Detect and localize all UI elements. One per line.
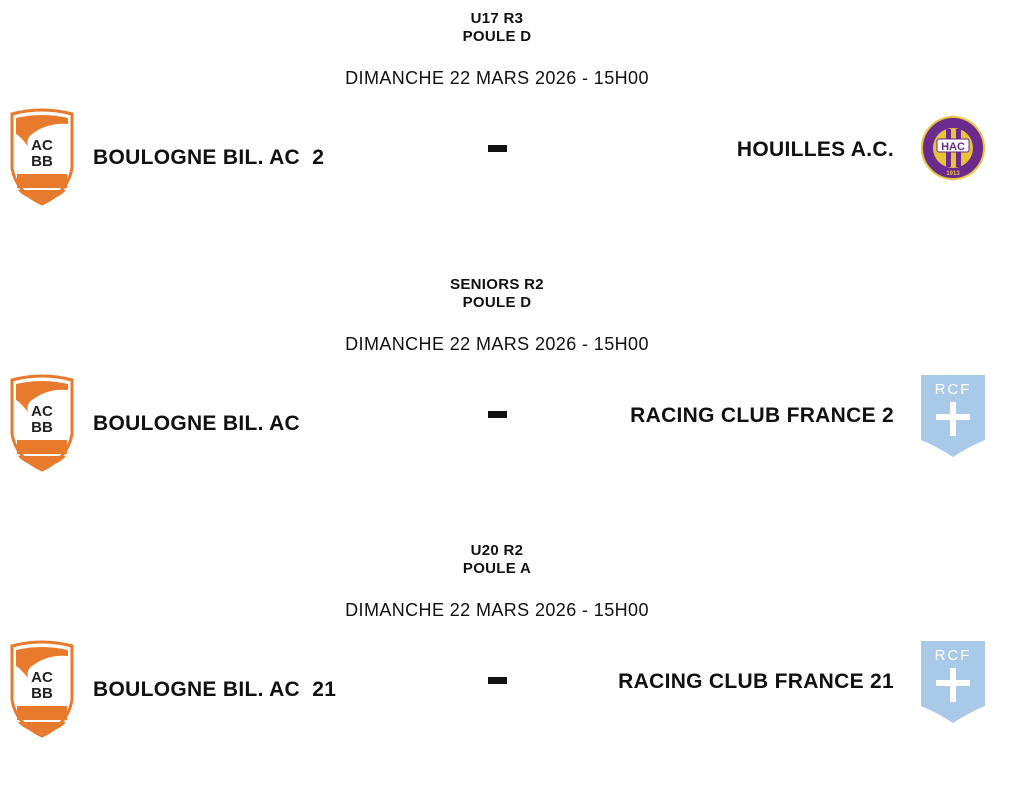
- score-separator: [488, 677, 507, 684]
- svg-text:HAC: HAC: [941, 141, 965, 153]
- match-date: DIMANCHE 22 MARS 2026 - 15H00: [345, 68, 649, 88]
- away-team-name[interactable]: RACING CLUB FRANCE 21: [618, 670, 894, 693]
- home-team-logo: AC BB: [8, 640, 76, 738]
- score-separator: [488, 411, 507, 418]
- home-team-logo: AC BB: [8, 374, 76, 472]
- away-team-logo: HAC 1913: [920, 115, 986, 185]
- home-team-name[interactable]: BOULOGNE BIL. AC 2: [93, 146, 325, 169]
- svg-text:BB: BB: [31, 419, 53, 436]
- home-team-name[interactable]: BOULOGNE BIL. AC 21: [93, 678, 337, 701]
- home-team-logo: AC BB: [8, 108, 76, 206]
- svg-text:BB: BB: [31, 685, 53, 702]
- category-label: SENIORS R2: [450, 276, 544, 293]
- svg-text:AC: AC: [31, 669, 53, 686]
- svg-text:AC: AC: [31, 403, 53, 420]
- svg-text:1913: 1913: [946, 171, 960, 177]
- group-label: POULE D: [462, 28, 532, 45]
- category-label: U17 R3: [470, 10, 524, 27]
- score-separator: [488, 145, 507, 152]
- svg-text:BB: BB: [31, 153, 53, 170]
- away-team-logo: RCF: [920, 640, 986, 723]
- away-team-name[interactable]: RACING CLUB FRANCE 2: [630, 404, 894, 427]
- svg-text:RCF: RCF: [935, 381, 972, 398]
- group-label: POULE A: [462, 560, 532, 577]
- category-label: U20 R2: [470, 542, 524, 559]
- svg-text:AC: AC: [31, 137, 53, 154]
- home-team-name[interactable]: BOULOGNE BIL. AC: [93, 412, 301, 435]
- match-date: DIMANCHE 22 MARS 2026 - 15H00: [345, 600, 649, 620]
- match-date: DIMANCHE 22 MARS 2026 - 15H00: [345, 334, 649, 354]
- away-team-name[interactable]: HOUILLES A.C.: [736, 138, 894, 161]
- svg-text:RCF: RCF: [935, 647, 972, 664]
- group-label: POULE D: [462, 294, 532, 311]
- away-team-logo: RCF: [920, 374, 986, 457]
